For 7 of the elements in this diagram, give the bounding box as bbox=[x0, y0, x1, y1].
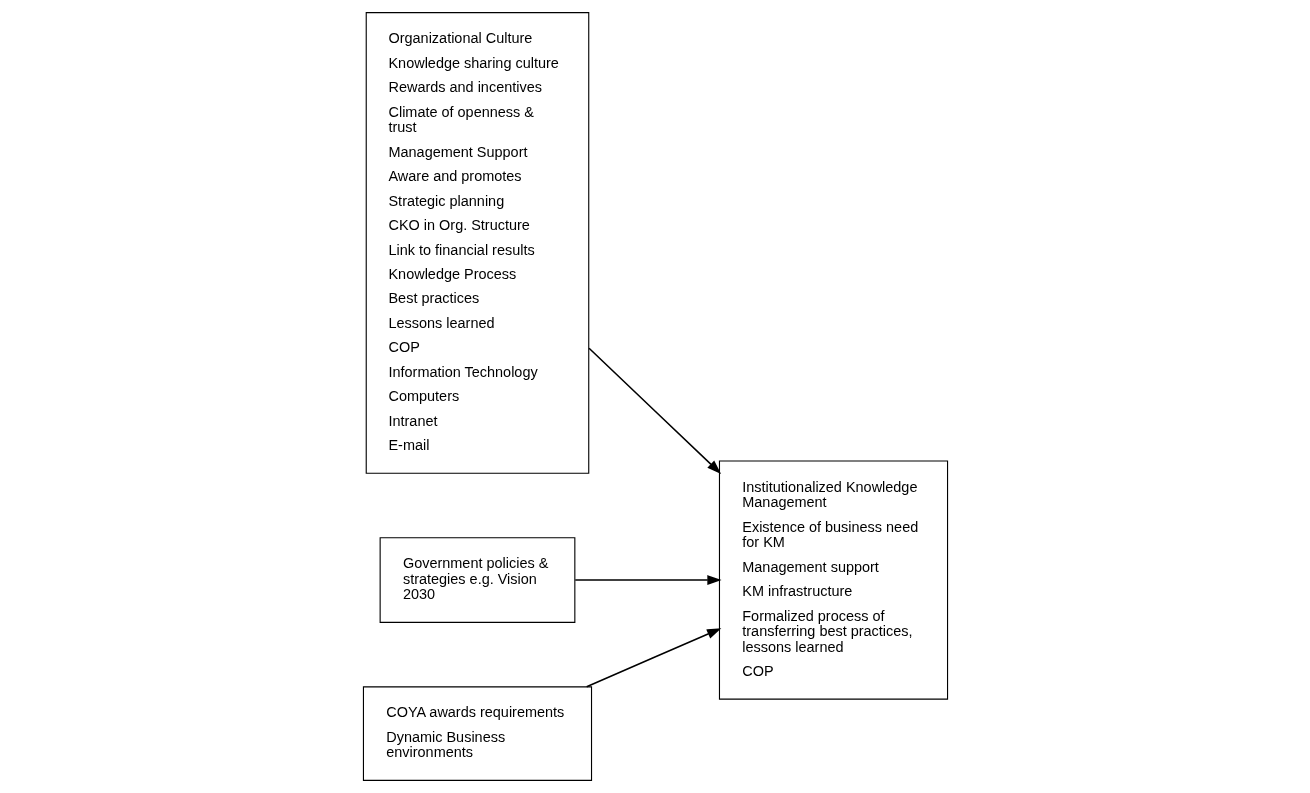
node-box: Institutionalized Knowledge Management Existence of business need for KM Management support KM infrastructure Formalized process of transferring best practices, lessons learned COP bbox=[718, 460, 948, 700]
node-box: Organizational Culture Knowledge sharing culture Rewards and incentives Climate of openness & trust Management Support Aware and promotes Strategic planning CKO in Org. Structure Link to financial results Knowledge Process Best practices Lessons learned COP Information Technology Computers Intranet E-mail bbox=[365, 12, 589, 474]
node-box: Government policies & strategies e.g. Vision 2030 bbox=[379, 537, 575, 623]
arrow bbox=[585, 628, 721, 688]
arrow bbox=[587, 347, 721, 475]
node-box: COYA awards requirements Dynamic Business environments bbox=[362, 686, 592, 781]
arrow bbox=[574, 575, 722, 586]
